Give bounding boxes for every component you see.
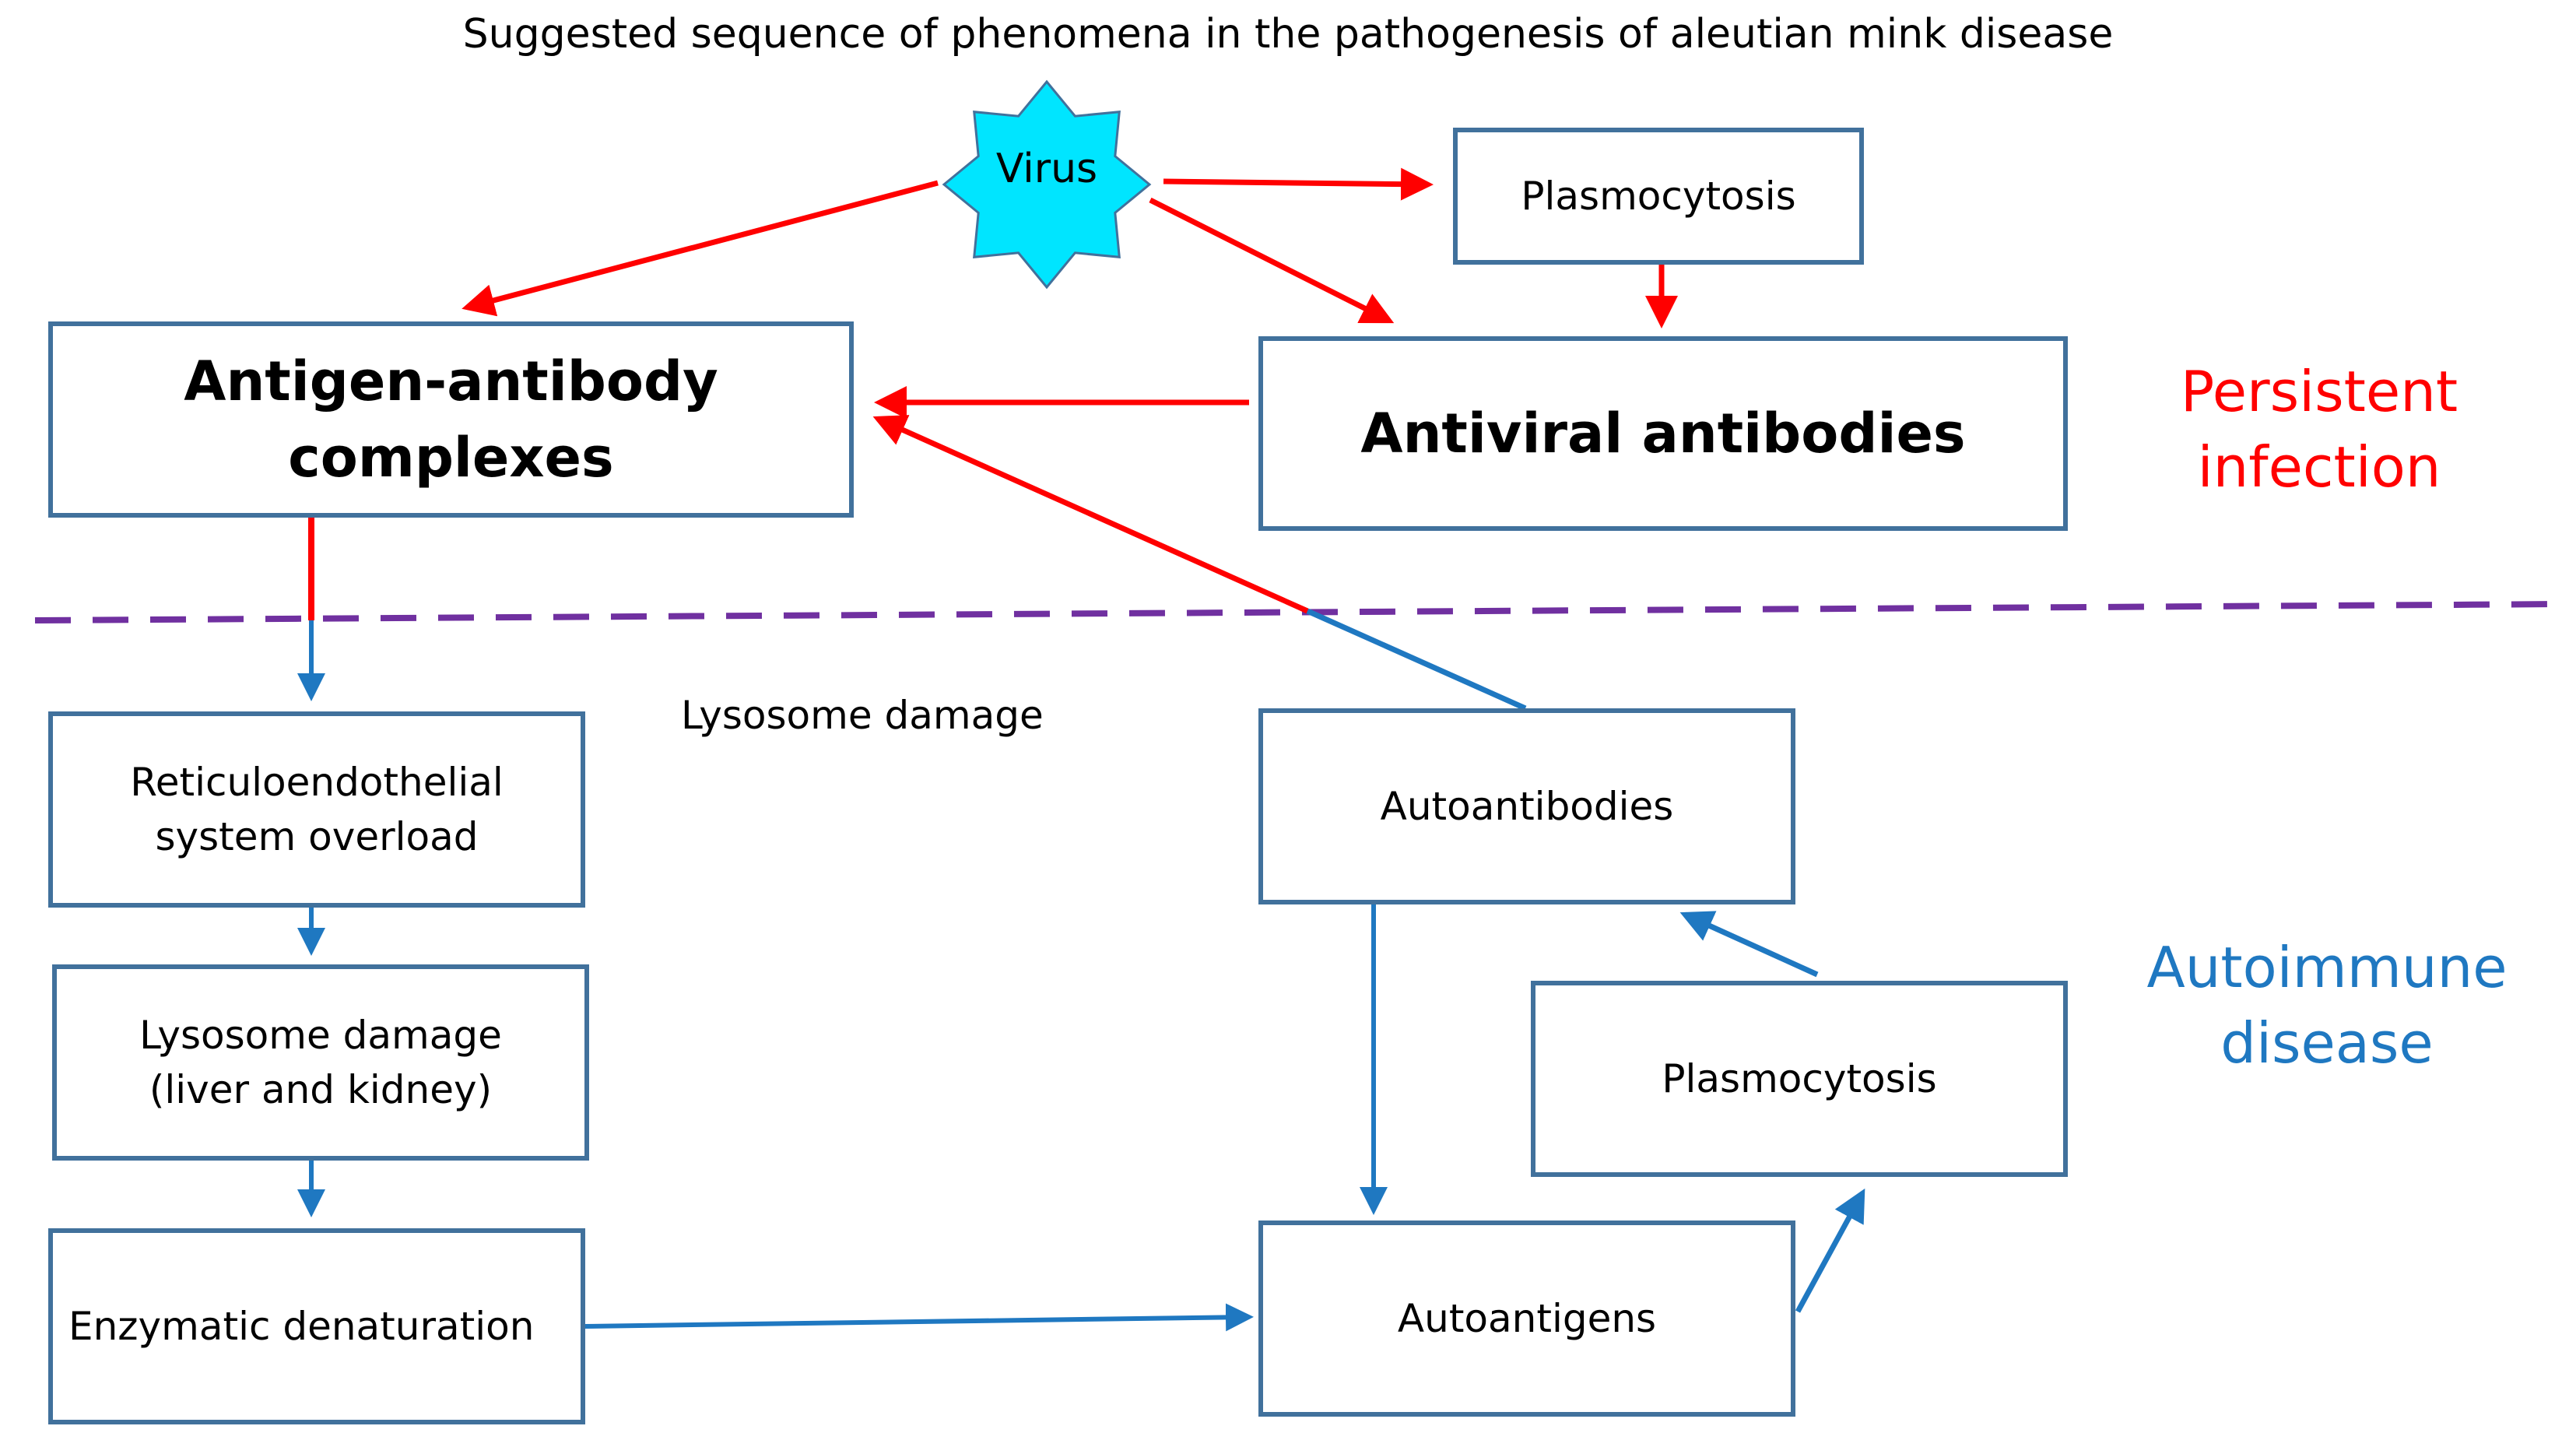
zone-divider — [34, 601, 2569, 623]
lysosome-damage-floating-label: Lysosome damage — [681, 693, 1044, 738]
reticuloendothelial-box: Reticuloendothelial system overload — [48, 711, 585, 908]
antiviral-antibodies-label: Antiviral antibodies — [1360, 402, 1966, 465]
arrow-virus-to-plasmocytosis — [1163, 167, 1434, 201]
diagram-title: Suggested sequence of phenomena in the p… — [462, 11, 2114, 58]
lysosome-damage-label: Lysosome damage (liver and kidney) — [139, 1013, 502, 1112]
enzymatic-denaturation-box: Enzymatic denaturation — [48, 1228, 585, 1424]
autoantibodies-box: Autoantibodies — [1258, 708, 1795, 904]
arrow-autoantibodies-to-antigen-complexes-red — [872, 415, 1309, 614]
virus-label: Virus — [995, 146, 1098, 192]
autoimmune-disease-label: Autoimmune disease — [2146, 935, 2508, 1076]
antigen-antibody-complexes-label: Antigen-antibody complexes — [184, 349, 718, 490]
antiviral-antibodies-box: Antiviral antibodies — [1258, 336, 2068, 531]
antigen-antibody-complexes-box: Antigen-antibody complexes — [48, 321, 854, 518]
arrow-enzymatic-to-autoantigens — [583, 1303, 1254, 1332]
reticuloendothelial-label: Reticuloendothelial system overload — [130, 760, 504, 859]
arrow-plasmocytosis-to-autoantibodies — [1679, 911, 1819, 978]
plasmocytosis-bottom-box: Plasmocytosis — [1531, 981, 2068, 1177]
enzymatic-denaturation-label: Enzymatic denaturation — [68, 1304, 535, 1349]
virus-star-icon — [939, 77, 1154, 292]
arrow-virus-to-antiviral-antibodies — [1149, 197, 1395, 324]
autoantibodies-label: Autoantibodies — [1380, 784, 1674, 829]
persistent-infection-label: Persistent infection — [2180, 359, 2458, 500]
arrow-virus-to-antigen-complexes — [462, 180, 939, 317]
autoantigens-box: Autoantigens — [1258, 1220, 1795, 1417]
lysosome-damage-box: Lysosome damage (liver and kidney) — [52, 964, 589, 1161]
line-autoantibodies-to-divider-blue — [1306, 608, 1527, 711]
arrow-autoantigens-to-plasmocytosis — [1795, 1188, 1865, 1313]
plasmocytosis-top-box: Plasmocytosis — [1453, 128, 1864, 265]
plasmocytosis-top-label: Plasmocytosis — [1521, 174, 1796, 219]
autoantigens-label: Autoantigens — [1397, 1296, 1657, 1341]
plasmocytosis-bottom-label: Plasmocytosis — [1662, 1056, 1937, 1101]
